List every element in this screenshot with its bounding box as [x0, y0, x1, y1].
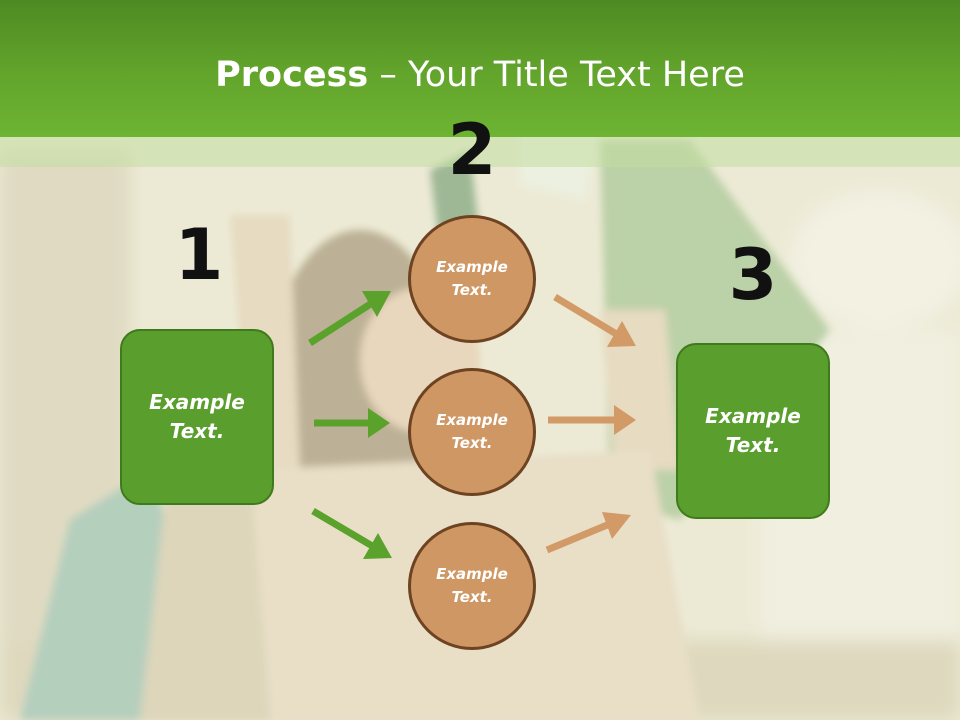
arrow-green-down — [311, 507, 392, 559]
step-box-1-label: Example Text. — [149, 390, 245, 443]
step-circle-top-label: Example Text. — [436, 258, 508, 299]
title-band — [0, 137, 960, 167]
step-circle-middle: Example Text. — [408, 368, 536, 496]
step-box-1: Example Text. — [120, 329, 274, 505]
step-box-3-label: Example Text. — [705, 404, 801, 457]
title-bold: Process — [215, 55, 369, 95]
arrow-green-up — [308, 291, 391, 346]
step-number-1: 1 — [174, 214, 224, 296]
slide-title: Process – Your Title Text Here — [0, 50, 960, 100]
arrow-tan-up — [545, 512, 631, 554]
step-circle-bottom-label: Example Text. — [436, 565, 508, 606]
arrow-tan-middle — [548, 405, 636, 435]
step-number-2: 2 — [447, 109, 497, 191]
title-rest: – Your Title Text Here — [368, 55, 745, 95]
step-circle-middle-label: Example Text. — [436, 411, 508, 452]
title-bar — [0, 0, 960, 137]
step-circle-top: Example Text. — [408, 215, 536, 343]
arrow-tan-down — [553, 294, 636, 347]
step-circle-bottom: Example Text. — [408, 522, 536, 650]
arrow-green-middle — [314, 408, 390, 438]
step-number-3: 3 — [728, 234, 778, 316]
step-box-3: Example Text. — [676, 343, 830, 519]
